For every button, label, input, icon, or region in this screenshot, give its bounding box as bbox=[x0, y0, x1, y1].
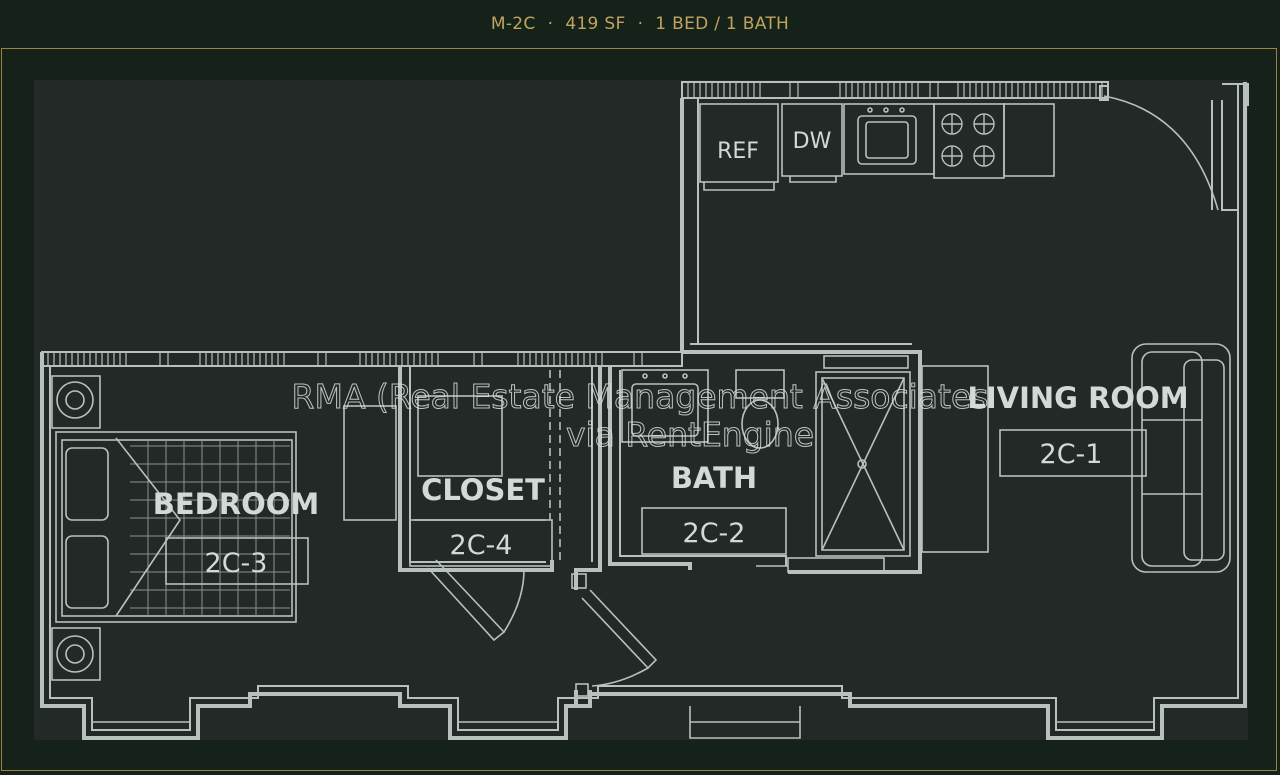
unit-layout: 1 BED / 1 BATH bbox=[655, 14, 790, 34]
shower bbox=[815, 371, 911, 557]
closet-label: CLOSET bbox=[421, 473, 545, 507]
living-room-tag: 2C-1 bbox=[1040, 439, 1103, 470]
bedroom-label: BEDROOM bbox=[153, 487, 319, 521]
exterior-walls bbox=[40, 81, 1249, 740]
vanity bbox=[621, 369, 709, 443]
header-separator: · bbox=[637, 14, 644, 34]
unit-header: M-2C · 419 SF · 1 BED / 1 BATH bbox=[0, 0, 1280, 48]
bed-frame bbox=[55, 431, 297, 623]
bath-tag: 2C-2 bbox=[683, 518, 746, 549]
unit-number: M-2C bbox=[490, 14, 536, 34]
watermark: RMA (Real Estate Management Associates v… bbox=[291, 377, 989, 455]
dishwasher-label: DW bbox=[793, 129, 832, 154]
closet-tag-box bbox=[409, 519, 553, 567]
watermark-line-1: RMA (Real Estate Management Associates bbox=[292, 377, 989, 416]
living-room-tag-box bbox=[999, 429, 1147, 477]
entry-door bbox=[1103, 95, 1219, 211]
nightstand bbox=[51, 375, 101, 429]
bath-tag-box bbox=[641, 507, 787, 555]
plan-background bbox=[34, 80, 1248, 740]
kitchen-cabinet bbox=[1003, 103, 1055, 177]
refrigerator bbox=[699, 103, 779, 183]
living-room-label: LIVING ROOM bbox=[967, 381, 1188, 415]
kitchen-sink bbox=[857, 115, 917, 165]
floor-plan-frame bbox=[1, 48, 1277, 771]
closet-shelf bbox=[417, 395, 503, 477]
toilet-tank bbox=[735, 369, 785, 399]
bedroom-tag: 2C-3 bbox=[205, 548, 268, 579]
media-console bbox=[921, 365, 989, 553]
sofa bbox=[1131, 343, 1231, 573]
nightstand bbox=[51, 627, 101, 681]
pillow bbox=[65, 535, 109, 609]
kitchen: REF DW bbox=[699, 103, 1055, 191]
pillow bbox=[65, 447, 109, 521]
closet-tag: 2C-4 bbox=[450, 530, 513, 561]
header-separator: · bbox=[547, 14, 554, 34]
room-labels: BEDROOM 2C-3 CLOSET 2C-4 BATH 2C-2 LIVIN… bbox=[153, 381, 1189, 585]
bath-label: BATH bbox=[671, 461, 757, 495]
refrigerator-label: REF bbox=[717, 139, 759, 164]
toilet-bowl bbox=[741, 399, 779, 449]
unit-area: 419 SF bbox=[565, 14, 626, 34]
interior-doors bbox=[427, 559, 658, 697]
living-furniture bbox=[921, 343, 1231, 573]
bathroom-fixtures bbox=[621, 355, 911, 573]
bed bbox=[51, 375, 397, 681]
watermark-line-2: via RentEngine bbox=[566, 415, 814, 454]
dishwasher bbox=[781, 103, 843, 177]
bedroom-tag-box bbox=[165, 537, 309, 585]
dresser bbox=[343, 405, 397, 521]
